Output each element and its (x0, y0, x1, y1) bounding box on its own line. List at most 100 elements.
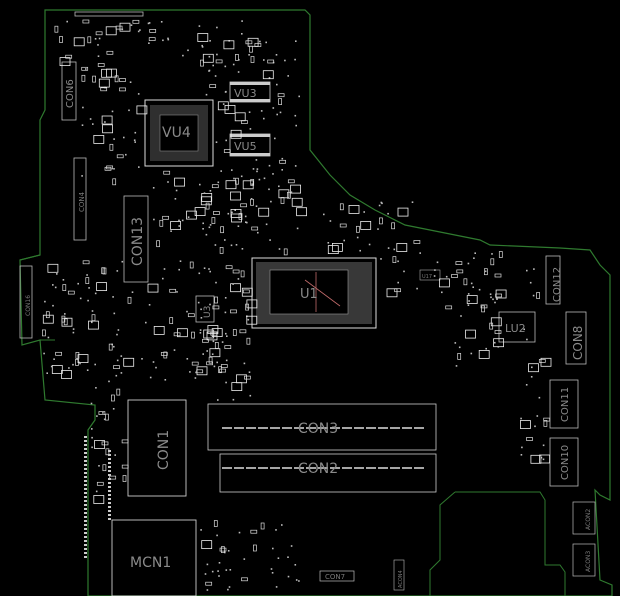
component-pad (215, 59, 223, 64)
component-pad (199, 332, 202, 334)
component-pad (466, 295, 478, 304)
component-pad (268, 77, 271, 79)
component-pad (92, 123, 94, 125)
label-lu2: LU2 (505, 322, 526, 335)
component-pad (480, 304, 488, 309)
label-acon4: ACON4 (398, 570, 404, 588)
component-pad (169, 317, 174, 324)
component-pad (225, 332, 227, 335)
component-pad (93, 134, 105, 144)
component-pad (94, 38, 97, 40)
component-pad (167, 181, 169, 183)
connector-pin (108, 466, 111, 468)
component-pad (241, 248, 244, 250)
component-pad (173, 349, 176, 351)
component-pad (456, 269, 464, 274)
component-pad (468, 300, 470, 302)
component-pad (255, 159, 258, 161)
component-pad (323, 213, 325, 216)
component-pad (200, 59, 204, 67)
component-pad (225, 359, 228, 362)
component-pad (162, 277, 164, 280)
component-pad (224, 345, 232, 349)
component-pad (368, 243, 371, 246)
component-pad (44, 300, 46, 303)
component-pad (164, 379, 167, 381)
component-pad (276, 83, 278, 86)
component-pad (197, 301, 200, 304)
component-pad (230, 208, 242, 218)
component-pad (538, 396, 541, 399)
component-pad (220, 364, 228, 368)
component-pad (251, 183, 253, 185)
component-pad (472, 286, 474, 288)
component-pad (194, 377, 197, 379)
component-pad (277, 557, 280, 559)
component-pad (528, 363, 539, 373)
component-pad (217, 101, 229, 111)
component-pad (343, 239, 345, 242)
component-pad (533, 268, 535, 270)
component-pad (85, 277, 90, 284)
component-pad (59, 57, 71, 66)
component-pad (238, 59, 240, 61)
component-pad (531, 366, 533, 369)
component-pad (496, 298, 498, 300)
component-pad (281, 524, 283, 526)
component-pad (377, 228, 379, 230)
component-pad (134, 141, 136, 143)
component-pad (50, 365, 53, 368)
component-pad (246, 315, 258, 325)
component-pad (72, 363, 74, 366)
con8-connector (565, 311, 587, 365)
connector-pin (84, 448, 87, 450)
component-pad (174, 177, 186, 187)
component-pad (235, 244, 238, 246)
component-pad (82, 106, 84, 109)
component-pad (245, 40, 253, 45)
component-pad (391, 222, 395, 230)
component-pad (520, 420, 531, 429)
component-pad (77, 282, 79, 285)
component-pad (542, 458, 545, 461)
con13-connector (123, 195, 149, 283)
component-pad (200, 317, 203, 319)
component-pad (225, 381, 227, 384)
component-pad (214, 244, 217, 246)
component-pad (112, 296, 114, 298)
component-pad (438, 278, 450, 288)
con6-connector (61, 61, 77, 121)
component-pad (240, 270, 245, 278)
component-pad (348, 204, 360, 214)
component-pad (152, 187, 155, 189)
component-pad (208, 268, 210, 270)
component-pad (194, 207, 206, 217)
component-pad (181, 219, 184, 222)
component-pad (132, 19, 140, 24)
component-pad (106, 50, 114, 55)
component-pad (189, 371, 191, 373)
component-pad (101, 267, 106, 275)
component-pad (521, 446, 523, 449)
component-pad (82, 19, 90, 24)
component-pad (359, 249, 361, 252)
component-pad (77, 354, 89, 364)
component-pad (283, 248, 288, 256)
component-pad (269, 239, 271, 241)
connector-pin (108, 514, 111, 516)
component-pad (94, 292, 97, 295)
component-pad (77, 361, 80, 363)
component-pad (186, 310, 188, 313)
component-pad (224, 297, 227, 299)
component-pad (208, 70, 210, 72)
component-pad (246, 221, 248, 224)
component-pad (116, 154, 124, 159)
component-pad (199, 183, 201, 186)
component-pad (85, 68, 87, 70)
component-pad (329, 220, 332, 222)
component-pad (122, 475, 127, 482)
component-pad (52, 284, 54, 286)
component-pad (523, 328, 525, 331)
component-pad (381, 202, 383, 205)
component-pad (212, 64, 214, 67)
